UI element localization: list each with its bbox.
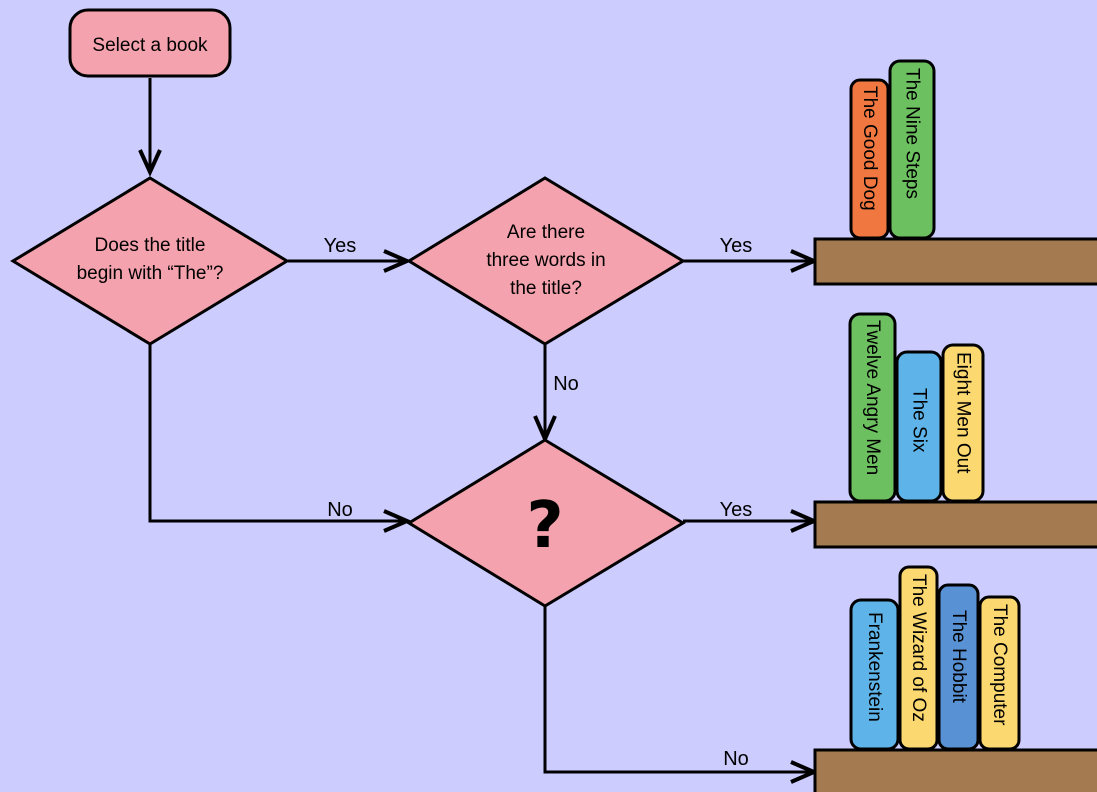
shelf-top: [813, 237, 1097, 286]
label-three-yes: Yes: [720, 235, 753, 257]
book: Eight Men Out: [941, 343, 985, 503]
book-title: The Computer: [989, 604, 1010, 726]
book: Twelve Angry Men: [848, 312, 897, 503]
label-unknown-no: No: [723, 748, 749, 770]
decision-begin-the-line-2: begin with “The”?: [77, 263, 224, 284]
book: Frankenstein: [849, 598, 900, 751]
label-begin-yes: Yes: [324, 235, 357, 257]
book: The Wizard of Oz: [898, 565, 939, 751]
decision-begin-the: [10, 176, 290, 346]
decision-three-words-line-2: three words in: [486, 250, 605, 271]
book-title: The Wizard of Oz: [908, 574, 929, 722]
shelf-bottom: [813, 748, 1097, 792]
decision-unknown: [406, 438, 686, 608]
book: The Computer: [978, 595, 1021, 751]
label-begin-no: No: [327, 499, 353, 521]
decision-three-words-line-1: Are there: [507, 222, 585, 243]
book: The Six: [895, 350, 943, 503]
book-title: The Hobbit: [948, 610, 969, 704]
decision-three-words-line-3: the title?: [510, 278, 582, 299]
book-title: Frankenstein: [864, 612, 885, 722]
book-title: The Nine Steps: [902, 68, 923, 199]
edge-begin-the-no: [148, 345, 405, 523]
edge-unknown-no: [543, 606, 812, 774]
shelf-middle: [813, 500, 1097, 549]
decision-begin-the-line-1: Does the title: [95, 235, 206, 256]
decision-three-words: [406, 176, 686, 346]
book: The Good Dog: [849, 78, 890, 240]
label-unknown-yes: Yes: [720, 499, 753, 521]
start-node-label: Select a book: [92, 35, 208, 56]
label-three-no: No: [553, 373, 579, 395]
book: The Nine Steps: [888, 59, 936, 240]
decision-unknown-symbol: ?: [526, 489, 563, 563]
start-node: [68, 8, 232, 78]
book: The Hobbit: [937, 583, 980, 751]
book-title: The Good Dog: [859, 86, 880, 211]
book-title: Eight Men Out: [953, 352, 974, 474]
book-title: The Six: [909, 388, 930, 453]
book-title: Twelve Angry Men: [862, 320, 883, 475]
